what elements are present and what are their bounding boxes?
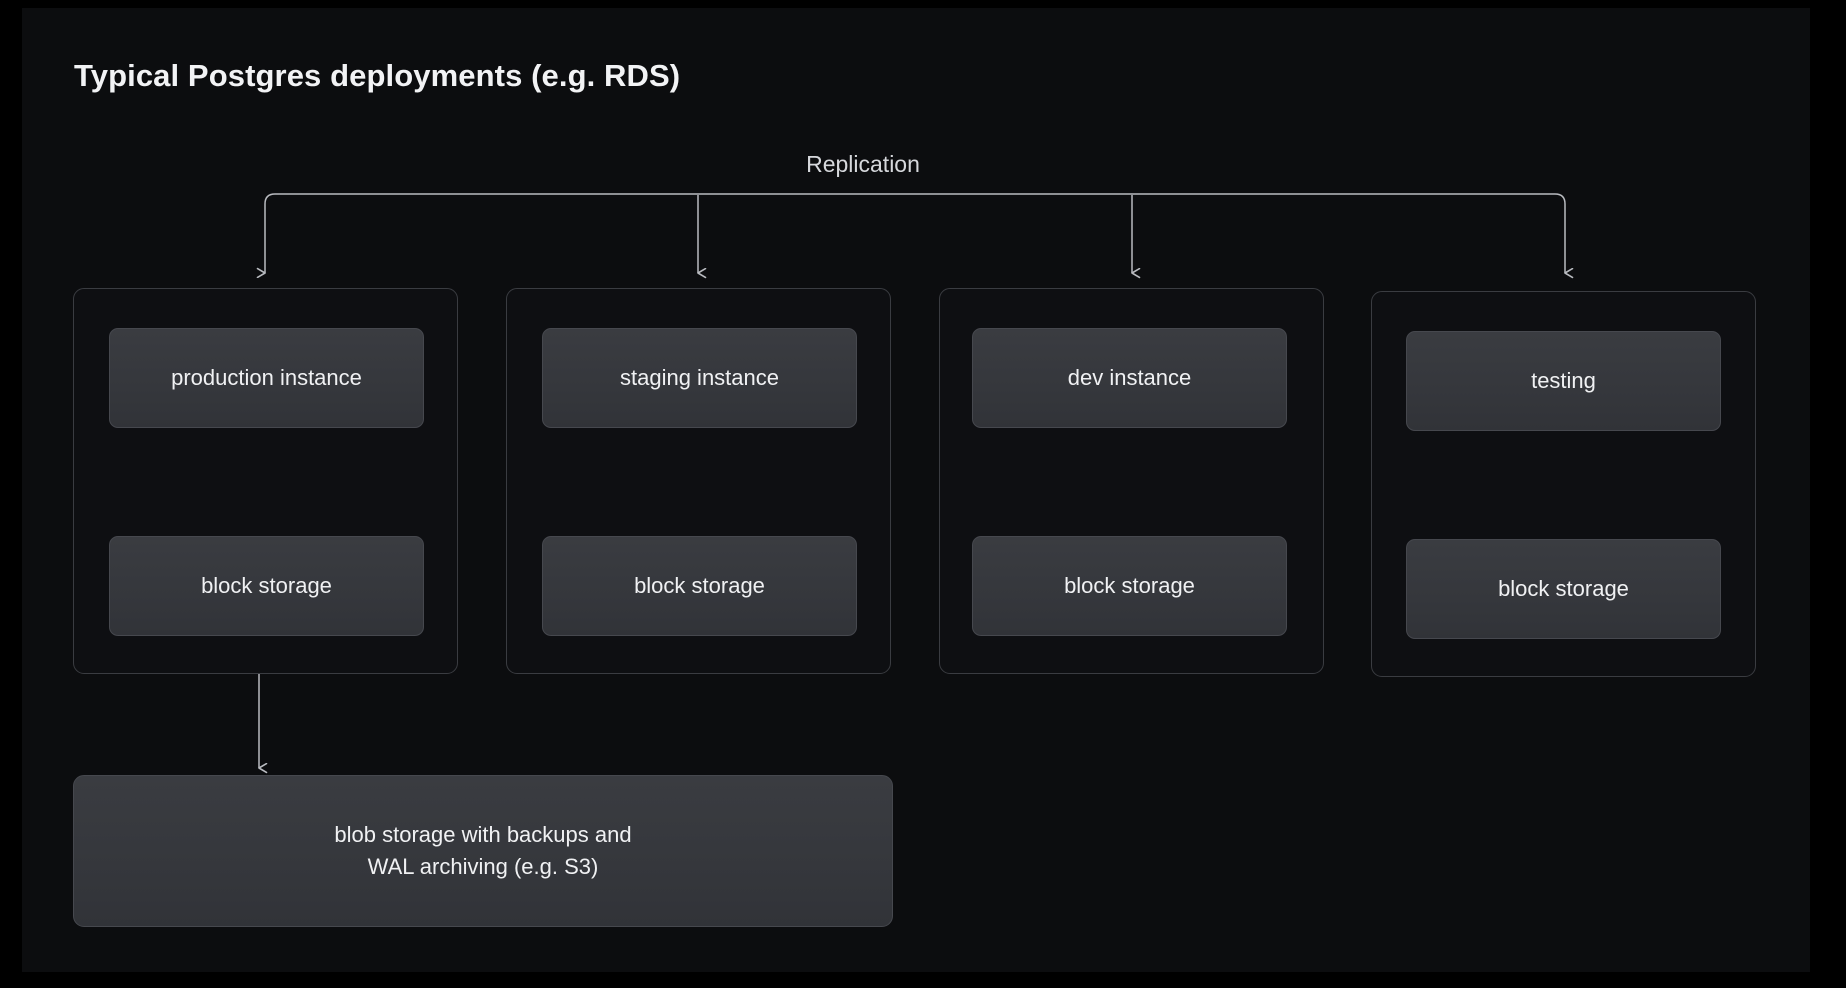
env-container-dev[interactable]: dev instance block storage [939, 288, 1324, 674]
node-blob-storage[interactable]: blob storage with backups and WAL archiv… [73, 775, 893, 927]
node-production-block-storage[interactable]: block storage [109, 536, 424, 636]
node-testing-block-storage-label: block storage [1498, 576, 1629, 602]
page-title: Typical Postgres deployments (e.g. RDS) [74, 58, 681, 93]
node-blob-storage-label: blob storage with backups and WAL archiv… [334, 822, 632, 879]
node-dev-block-storage-label: block storage [1064, 573, 1195, 599]
node-dev-instance[interactable]: dev instance [972, 328, 1287, 428]
node-production-instance-label: production instance [171, 365, 362, 391]
env-container-staging[interactable]: staging instance block storage [506, 288, 891, 674]
node-dev-block-storage[interactable]: block storage [972, 536, 1287, 636]
env-container-production[interactable]: production instance block storage [73, 288, 458, 674]
node-testing-block-storage[interactable]: block storage [1406, 539, 1721, 639]
node-production-block-storage-label: block storage [201, 573, 332, 599]
diagram-panel: Typical Postgres deployments (e.g. RDS) … [22, 8, 1810, 972]
node-staging-block-storage-label: block storage [634, 573, 765, 599]
node-testing-instance-label: testing [1531, 368, 1596, 394]
env-container-testing[interactable]: testing block storage [1371, 291, 1756, 677]
node-production-instance[interactable]: production instance [109, 328, 424, 428]
replication-label-text: Replication [806, 151, 920, 177]
node-testing-instance[interactable]: testing [1406, 331, 1721, 431]
node-staging-block-storage[interactable]: block storage [542, 536, 857, 636]
node-staging-instance[interactable]: staging instance [542, 328, 857, 428]
node-dev-instance-label: dev instance [1067, 365, 1192, 391]
replication-label: Replication [22, 151, 1810, 178]
replication-bus [265, 193, 1565, 273]
node-staging-instance-label: staging instance [620, 365, 779, 391]
